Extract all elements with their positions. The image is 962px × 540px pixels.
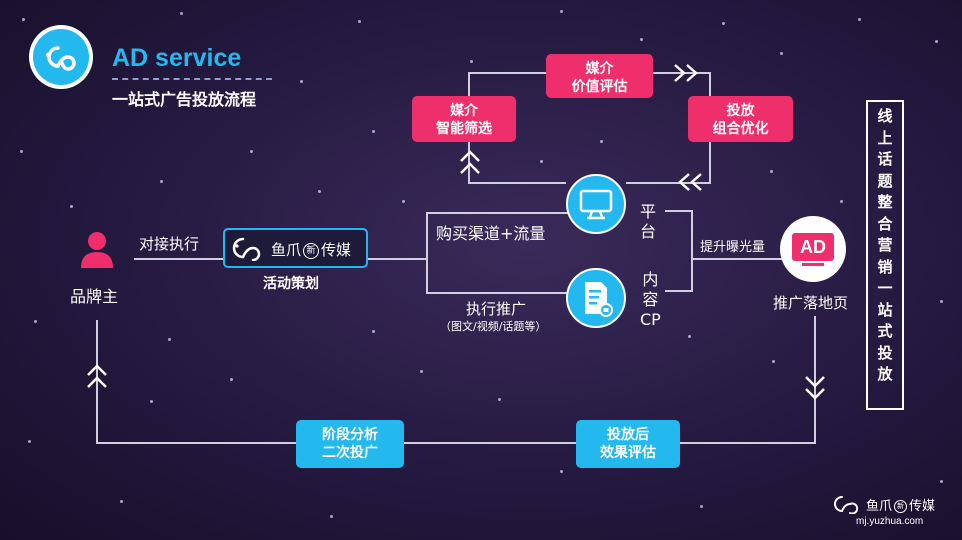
execution-promotion-label: 执行推广 (466, 300, 527, 318)
footer-logo-icon (832, 494, 860, 518)
media-smart-selection-box: 媒介智能筛选 (412, 96, 516, 142)
buy-channel-label: 购买渠道+流量 (436, 224, 546, 243)
header-divider (112, 78, 272, 80)
chevron-up-icon (85, 362, 109, 396)
company-box: 鱼爪新传媒 (223, 228, 368, 268)
chevron-right-icon (672, 62, 702, 88)
ad-landing-icon: AD (780, 216, 846, 282)
connector (134, 258, 224, 260)
chevron-left-icon (674, 171, 704, 197)
media-value-evaluation-box: 媒介价值评估 (546, 54, 653, 98)
footer-brand: 鱼爪新传媒 (866, 499, 936, 514)
execution-promotion-sub: （图文/视频/话题等） (440, 320, 547, 333)
brand-owner-label: 品牌主 (70, 287, 119, 306)
stage-analysis-box: 阶段分析二次投广 (296, 420, 404, 468)
chevron-down-icon (803, 372, 827, 406)
post-delivery-evaluation-box: 投放后效果评估 (576, 420, 680, 468)
user-icon (80, 230, 114, 274)
brand-logo-icon (28, 24, 94, 90)
vertical-slogan-box (866, 100, 904, 410)
company-logo-icon (231, 235, 265, 265)
company-name-suffix: 传媒 (321, 241, 352, 259)
footer-badge: 新 (894, 500, 908, 513)
platform-monitor-icon (566, 174, 626, 234)
ad-badge-text: AD (792, 233, 834, 261)
footer-url: mj.yuzhua.com (856, 516, 924, 527)
delivery-optimization-box: 投放组合优化 (688, 96, 793, 142)
content-document-icon (566, 268, 626, 328)
activity-planning-label: 活动策划 (263, 276, 319, 292)
dock-execution-label: 对接执行 (139, 235, 200, 253)
platform-label: 平台 (640, 202, 657, 241)
header-subtitle: 一站式广告投放流程 (112, 90, 257, 109)
chevron-up-icon (458, 148, 482, 182)
header-title: AD service (112, 44, 242, 72)
landing-page-label: 推广落地页 (773, 294, 849, 312)
company-badge: 新 (303, 242, 320, 259)
company-name: 鱼爪 (271, 241, 302, 259)
vertical-slogan-text: 线上话 题整合 营销一 站式投 放 (877, 107, 893, 383)
boost-exposure-label: 提升曝光量 (700, 240, 766, 255)
